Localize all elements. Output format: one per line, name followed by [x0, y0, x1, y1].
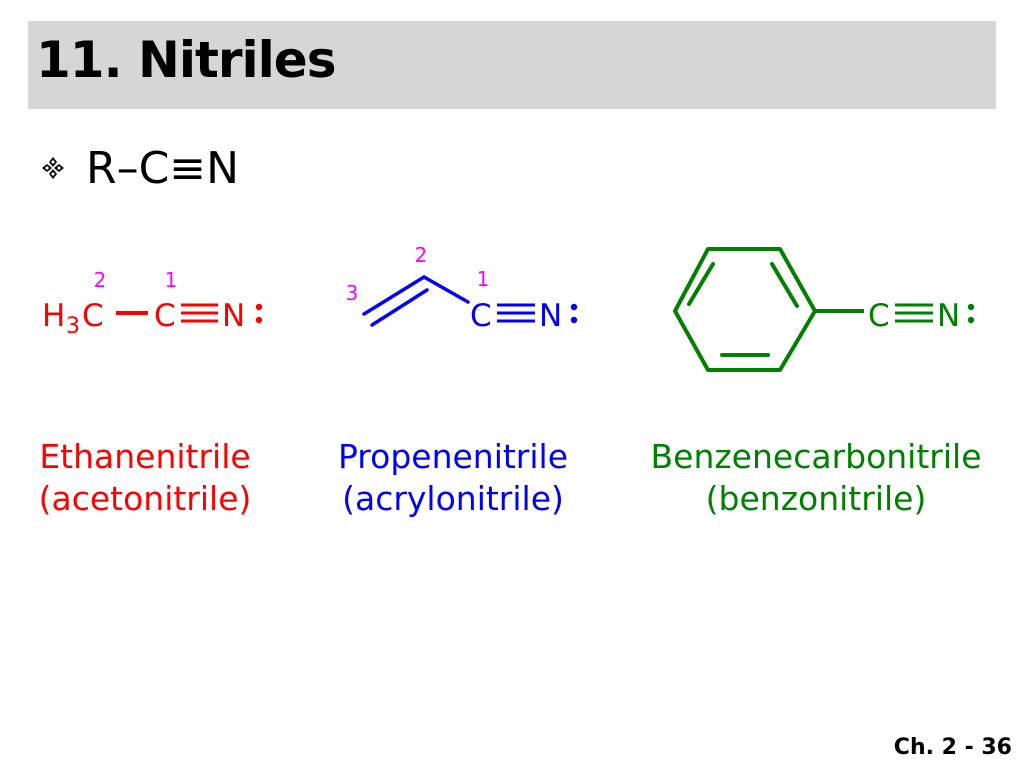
benzenecarbonitrile-structure: C N [673, 247, 975, 372]
iupac-name: Benzenecarbonitrile [650, 437, 982, 476]
benzene-inner-bonds [687, 262, 799, 357]
atom-n: N [222, 298, 245, 334]
locant-1: 1 [477, 267, 490, 291]
common-name: (acetonitrile) [38, 479, 252, 518]
atom-h: H [42, 298, 65, 334]
atom-c: C [868, 298, 890, 334]
benzene-ring [673, 247, 817, 372]
atom-n: N [937, 298, 960, 334]
triple-bond [895, 303, 933, 323]
locant-2: 2 [415, 243, 428, 267]
atom-c-methyl: C [82, 298, 104, 334]
triple-bond [497, 303, 535, 323]
lone-pair-dot [967, 303, 975, 311]
propenenitrile-label: Propenenitrile (acrylonitrile) [318, 436, 588, 520]
locant-2: 2 [94, 268, 107, 292]
benzenecarbonitrile-label: Benzenecarbonitrile (benzonitrile) [636, 436, 996, 520]
lone-pair-dot [255, 303, 263, 311]
triple-bond [181, 303, 218, 323]
iupac-name: Propenenitrile [337, 437, 569, 476]
lone-pair-dot [570, 316, 578, 324]
lone-pair-dot [967, 316, 975, 324]
ethanenitrile-label: Ethanenitrile (acetonitrile) [20, 436, 270, 520]
locant-3: 3 [346, 281, 359, 305]
subscript-3: 3 [66, 314, 80, 339]
common-name: (acrylonitrile) [342, 479, 564, 518]
four-diamond-bullet-icon [42, 157, 64, 179]
ethanenitrile-structure: 2 1 H 3 C C N [42, 268, 263, 339]
iupac-name: Ethanenitrile [39, 437, 251, 476]
atom-n: N [539, 298, 562, 334]
double-bond [362, 275, 429, 327]
propenenitrile-structure: 3 2 1 C N [346, 243, 578, 334]
slide-title: 11. Nitriles [36, 31, 336, 89]
atom-c: C [154, 298, 176, 334]
structures-canvas: 2 1 H 3 C C N 3 2 1 C N [42, 243, 975, 372]
page-number: Ch. 2 - 36 [893, 735, 1012, 760]
atom-c: C [470, 298, 492, 334]
lone-pair-dot [570, 303, 578, 311]
lone-pair-dot [255, 316, 263, 324]
locant-1: 1 [165, 268, 178, 292]
common-name: (benzonitrile) [705, 479, 927, 518]
single-bond [422, 275, 470, 304]
bullet-row: R–C≡N [40, 140, 239, 196]
general-formula: R–C≡N [86, 142, 240, 194]
title-bar: 11. Nitriles [28, 21, 996, 109]
